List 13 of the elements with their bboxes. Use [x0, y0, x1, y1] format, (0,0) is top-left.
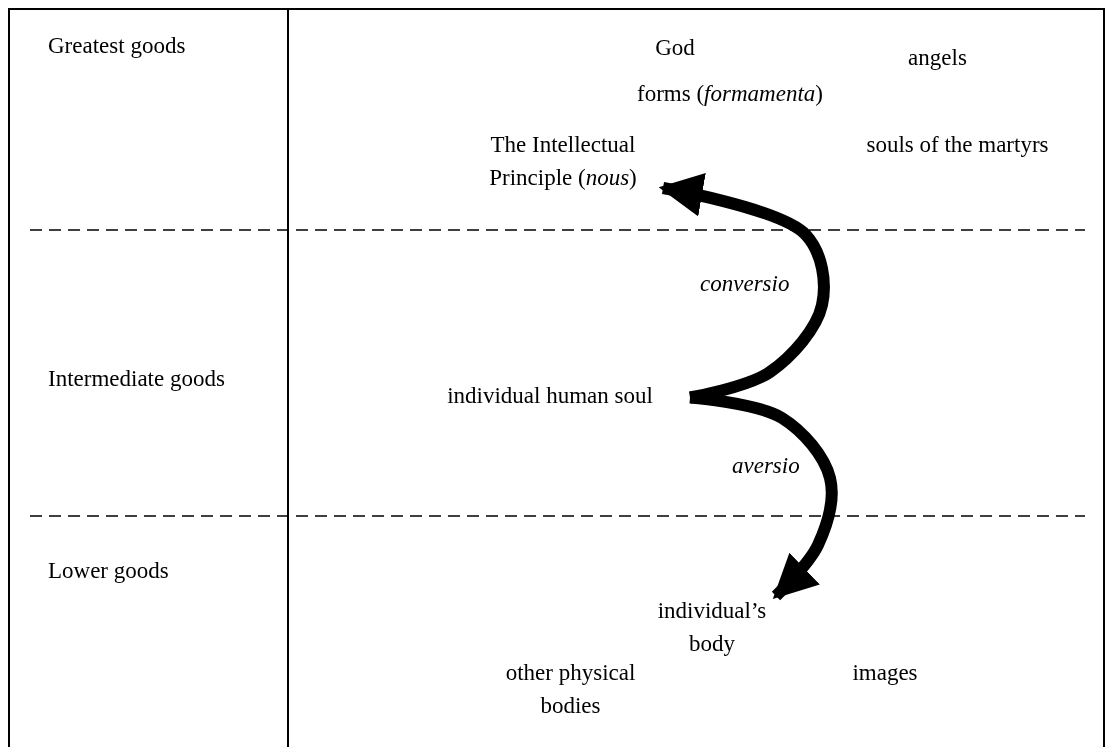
node-text: The Intellectual Principle (nous) [488, 131, 638, 192]
node-text: images [851, 659, 919, 687]
node-text: God [654, 34, 696, 62]
node-text: souls of the martyrs [865, 131, 1050, 159]
node-text: individual’s body [656, 597, 768, 658]
row-heading: Greatest goods [48, 33, 186, 59]
row-heading: Lower goods [48, 558, 169, 584]
node-text: angels [907, 44, 968, 72]
curved-arrow [689, 391, 838, 601]
row-heading: Intermediate goods [48, 366, 225, 392]
node-text: other physical bodies [504, 659, 637, 720]
node-text: forms (formamenta) [636, 80, 824, 108]
node-text: individual human soul [446, 382, 654, 410]
